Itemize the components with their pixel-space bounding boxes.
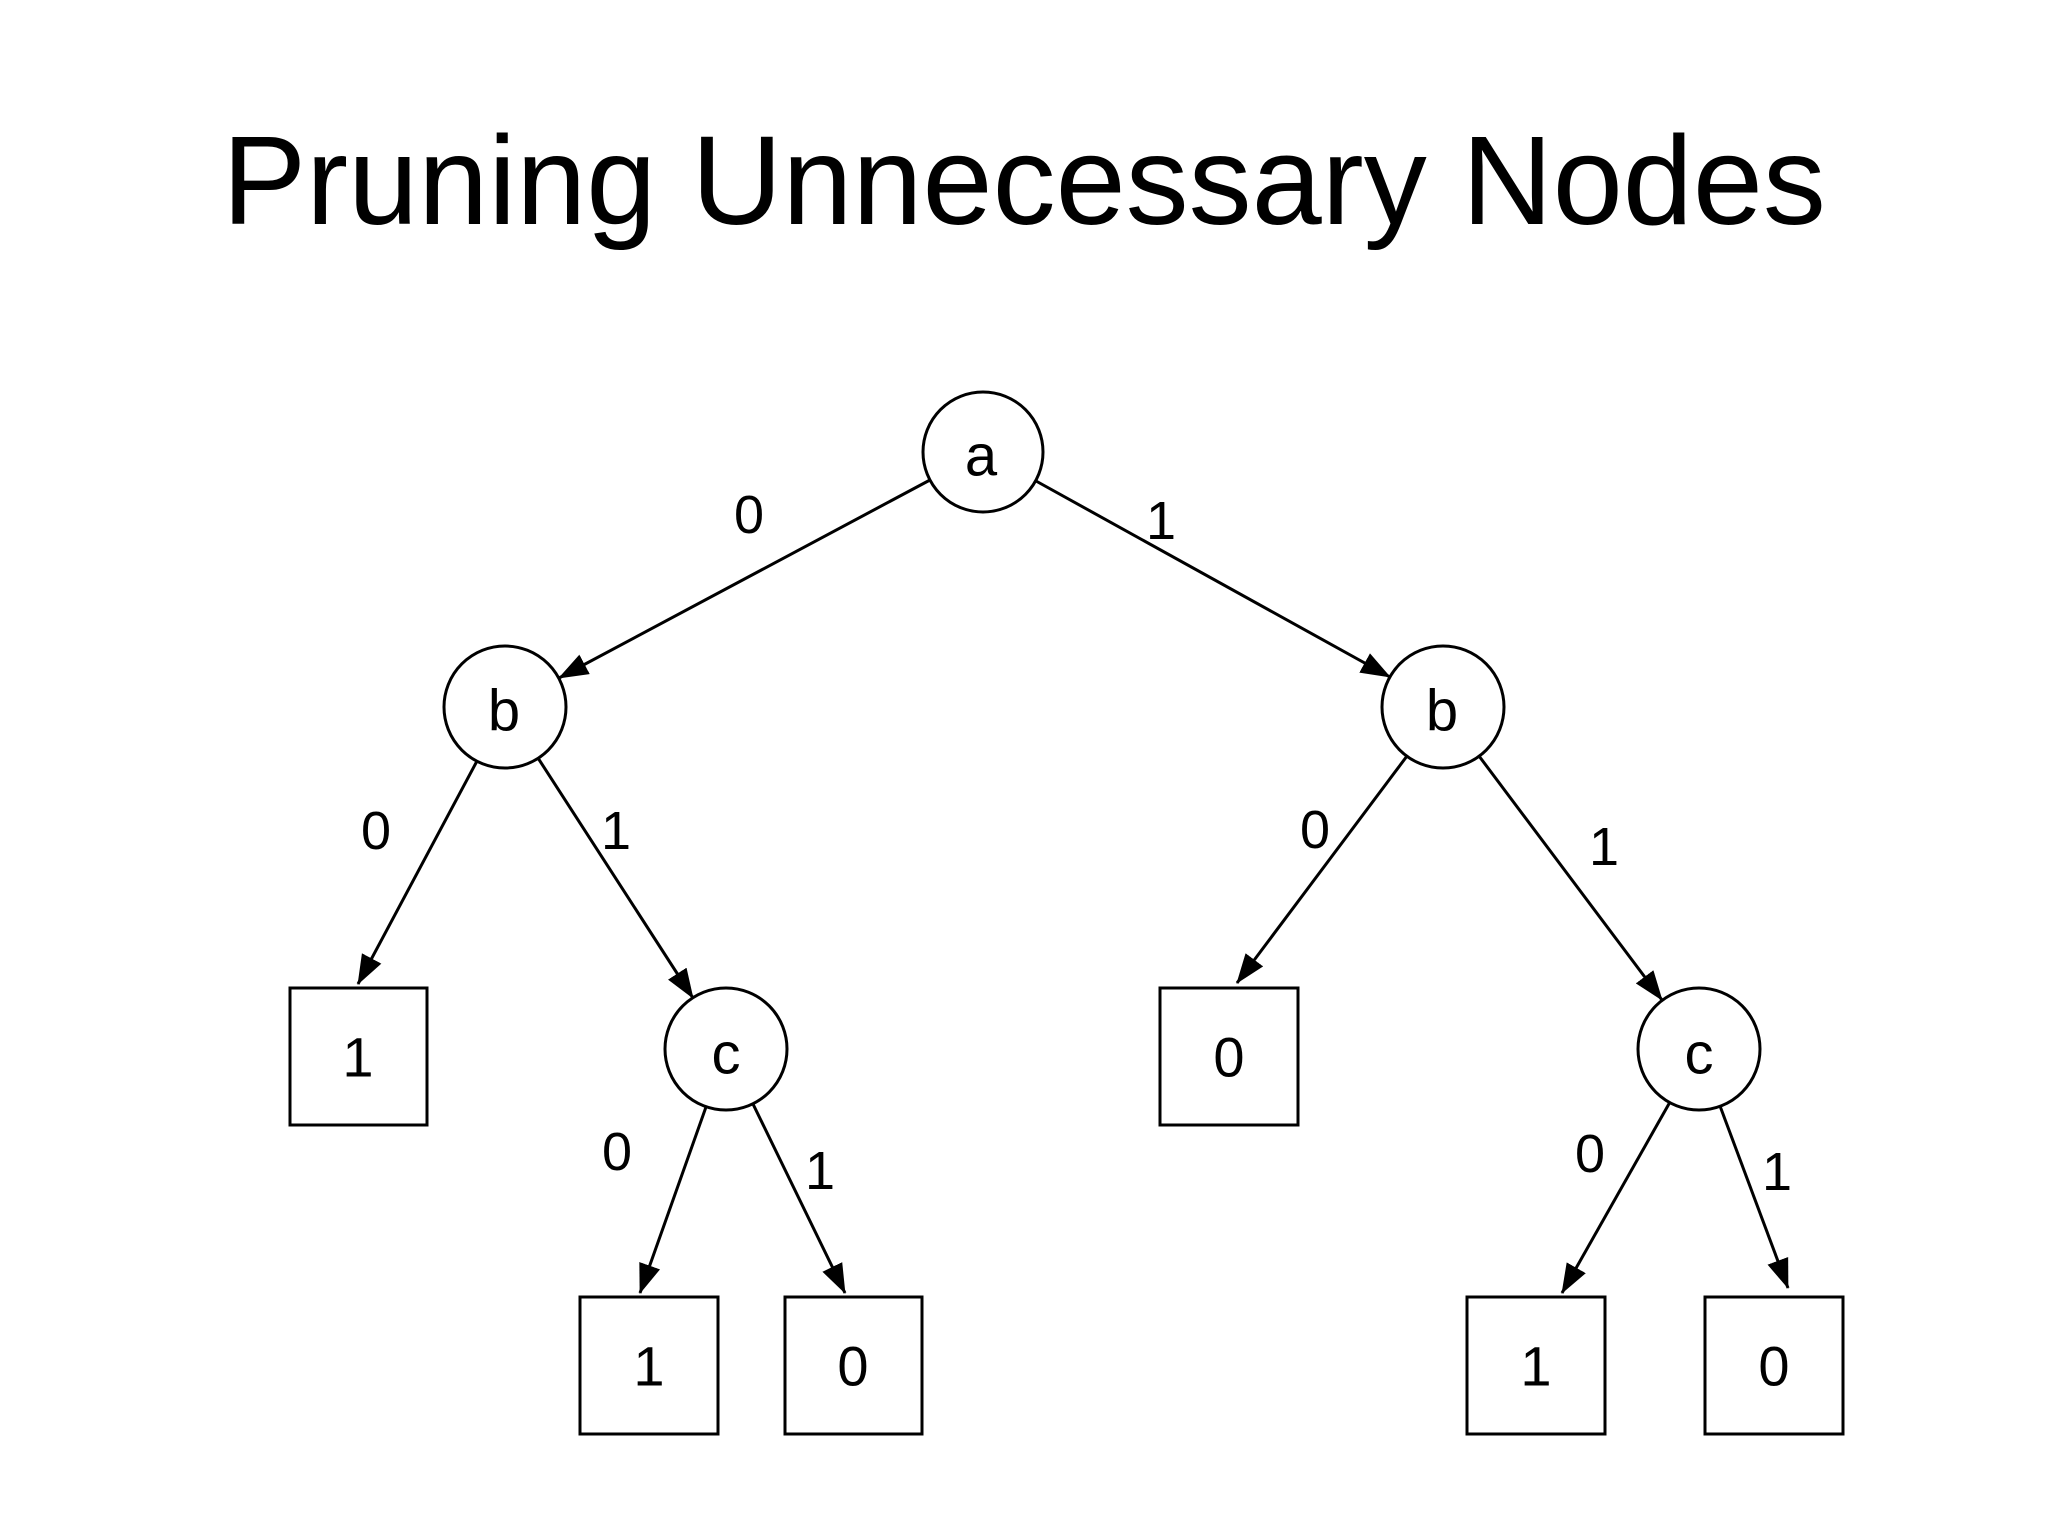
edge-label-a-0: 0 [734, 485, 764, 545]
node-b-right: b [1380, 644, 1506, 770]
edge-label-b-left-1: 1 [601, 801, 631, 861]
leaf-c-left-0-box [578, 1295, 720, 1436]
node-a-label: a [965, 423, 998, 488]
leaf-c-right-0-label: 1 [1520, 1335, 1551, 1398]
node-b-left: b [442, 644, 568, 770]
leaf-b-left-0-label: 1 [342, 1026, 373, 1089]
node-c-right-circle [1636, 986, 1762, 1112]
edge-c-left-to-leaf-1 [751, 1103, 847, 1294]
leaf-c-left-1-label: 0 [837, 1335, 868, 1398]
edge-b-right-to-c-right [1477, 755, 1664, 1001]
edge-label-b-right-1: 1 [1589, 817, 1619, 877]
edge-b-right-to-leaf-0 [1235, 755, 1409, 984]
node-a-circle [921, 390, 1045, 514]
leaf-b-right-0: 0 [1158, 986, 1300, 1127]
node-c-left: c [663, 986, 789, 1112]
node-c-right: c [1636, 986, 1762, 1112]
edge-label-c-left-1: 1 [805, 1141, 835, 1201]
edge-b-left-to-leaf-0 [356, 760, 479, 985]
edge-b-left-to-c-left [536, 757, 695, 999]
node-a: a [921, 390, 1045, 514]
edge-label-c-right-0: 0 [1575, 1124, 1605, 1184]
leaf-c-right-0-box [1465, 1295, 1607, 1436]
node-b-right-circle [1380, 644, 1506, 770]
leaf-c-right-1-box [1703, 1295, 1845, 1436]
leaf-c-left-0-label: 1 [633, 1335, 664, 1398]
node-c-right-label: c [1685, 1021, 1714, 1086]
edge-c-right-to-leaf-0 [1560, 1101, 1672, 1294]
leaf-c-left-1-box [783, 1295, 924, 1436]
leaf-c-left-1: 0 [783, 1295, 924, 1436]
node-c-left-label: c [712, 1021, 741, 1086]
node-c-left-circle [663, 986, 789, 1112]
edge-label-c-right-1: 1 [1762, 1142, 1792, 1202]
node-b-left-label: b [488, 678, 520, 743]
slide-title: Pruning Unnecessary Nodes [222, 110, 1826, 251]
edge-label-b-right-0: 0 [1300, 800, 1330, 860]
edge-label-c-left-0: 0 [602, 1122, 632, 1182]
leaf-c-right-0: 1 [1465, 1295, 1607, 1436]
leaf-b-left-0-box [288, 986, 429, 1127]
leaf-c-right-1: 0 [1703, 1295, 1845, 1436]
leaf-b-right-0-label: 0 [1213, 1026, 1244, 1089]
leaf-b-right-0-box [1158, 986, 1300, 1127]
edge-label-a-1: 1 [1146, 491, 1176, 551]
node-b-left-circle [442, 644, 568, 770]
node-b-right-label: b [1426, 678, 1458, 743]
leaf-c-right-1-label: 0 [1758, 1335, 1789, 1398]
leaf-b-left-0: 1 [288, 986, 429, 1127]
edge-a-to-b-left [558, 478, 931, 680]
edge-c-right-to-leaf-1 [1718, 1105, 1790, 1289]
edge-label-b-left-0: 0 [361, 801, 391, 861]
edge-c-left-to-leaf-0 [638, 1106, 708, 1294]
leaf-c-left-0: 1 [578, 1295, 720, 1436]
edge-a-to-b-right [1035, 479, 1391, 679]
